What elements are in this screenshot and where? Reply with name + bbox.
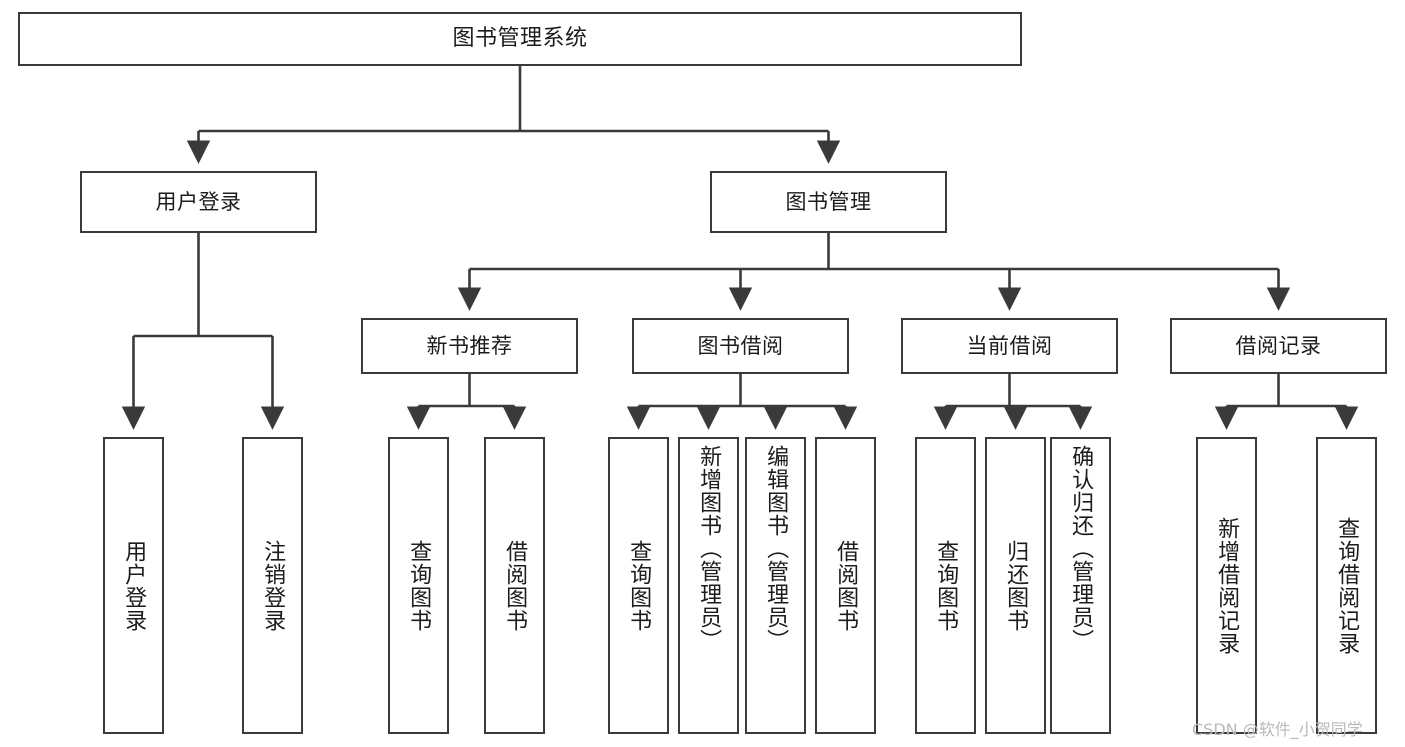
node-label: 图书管理: [785, 189, 872, 214]
node-label: 借阅记录: [1235, 333, 1322, 358]
node-label: 编辑图书（管理员）: [763, 445, 789, 652]
node-leaf-borrow-book-2[interactable]: 借阅图书: [815, 437, 876, 734]
node-new-book-recommend[interactable]: 新书推荐: [361, 318, 578, 374]
watermark: CSDN @软件_小贺同学: [1192, 720, 1363, 739]
node-leaf-query-book-3[interactable]: 查询图书: [915, 437, 976, 734]
node-label: 归还图书: [1003, 539, 1029, 632]
node-leaf-confirm-return[interactable]: 确认归还（管理员）: [1050, 437, 1111, 734]
node-label: 借阅图书: [833, 539, 859, 632]
node-leaf-query-book-1[interactable]: 查询图书: [388, 437, 449, 734]
node-label: 查询借阅记录: [1334, 516, 1360, 655]
node-leaf-add-record[interactable]: 新增借阅记录: [1196, 437, 1257, 734]
node-book-borrow[interactable]: 图书借阅: [632, 318, 849, 374]
node-label: 查询图书: [626, 539, 652, 632]
node-label: 当前借阅: [966, 333, 1053, 358]
node-label: 确认归还（管理员）: [1068, 445, 1094, 652]
node-leaf-query-book-2[interactable]: 查询图书: [608, 437, 669, 734]
node-current-borrow[interactable]: 当前借阅: [901, 318, 1118, 374]
node-label: 新增图书（管理员）: [696, 445, 722, 652]
node-label: 用户登录: [121, 539, 147, 632]
node-user-login[interactable]: 用户登录: [80, 171, 317, 233]
node-leaf-borrow-book-1[interactable]: 借阅图书: [484, 437, 545, 734]
node-label: 用户登录: [155, 189, 242, 214]
node-leaf-query-record[interactable]: 查询借阅记录: [1316, 437, 1377, 734]
node-label: 新书推荐: [426, 333, 513, 358]
node-leaf-edit-book[interactable]: 编辑图书（管理员）: [745, 437, 806, 734]
node-label: 借阅图书: [502, 539, 528, 632]
node-label: 新增借阅记录: [1214, 516, 1240, 655]
node-borrow-record[interactable]: 借阅记录: [1170, 318, 1387, 374]
node-label: 注销登录: [260, 539, 286, 632]
node-label: 查询图书: [933, 539, 959, 632]
node-leaf-return-book[interactable]: 归还图书: [985, 437, 1046, 734]
node-leaf-add-book[interactable]: 新增图书（管理员）: [678, 437, 739, 734]
node-label: 图书管理系统: [452, 26, 588, 52]
node-book-manage[interactable]: 图书管理: [710, 171, 947, 233]
node-root[interactable]: 图书管理系统: [18, 12, 1022, 66]
node-label: 图书借阅: [697, 333, 784, 358]
node-label: 查询图书: [406, 539, 432, 632]
node-leaf-user-login[interactable]: 用户登录: [103, 437, 164, 734]
node-leaf-logout[interactable]: 注销登录: [242, 437, 303, 734]
